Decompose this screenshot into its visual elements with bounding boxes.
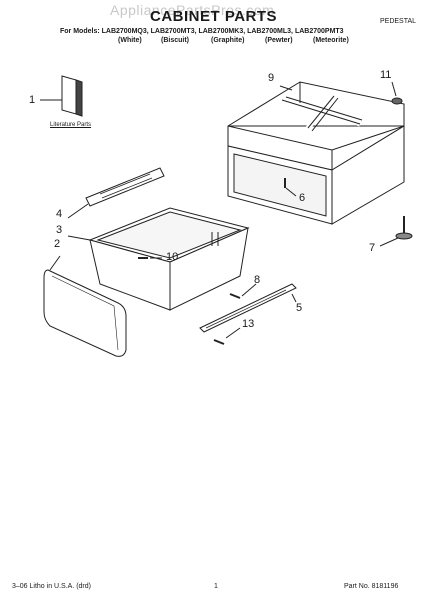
section-label: PEDESTAL: [380, 18, 417, 25]
pedestal-cabinet: [227, 81, 405, 225]
leveling-leg: [379, 216, 413, 247]
watermark: AppliancePartsPros.com: [110, 2, 275, 18]
drawer-handle-insert: [67, 167, 165, 219]
page-title: CABINET PARTS: [150, 8, 278, 25]
footer-page-number: 1: [214, 583, 218, 590]
callout-8: 8: [254, 274, 261, 286]
color-graphite: (Graphite): [211, 37, 245, 44]
callout-3: 3: [56, 224, 63, 236]
color-biscuit: (Biscuit): [161, 37, 189, 44]
callout-9: 9: [268, 72, 275, 84]
callout-4: 4: [56, 208, 63, 220]
cabinet-screw: [284, 178, 297, 197]
callout-1: 1: [29, 94, 36, 106]
literature-label: Literature Parts: [50, 122, 92, 128]
callout-11: 11: [380, 69, 392, 81]
slide-rail: [199, 283, 297, 333]
models-line: For Models: LAB2700MQ3, LAB2700MT3, LAB2…: [60, 28, 344, 35]
callout-10: 10: [166, 251, 179, 263]
color-white: (White): [118, 37, 142, 44]
literature-booklet: [40, 75, 83, 117]
callout-7: 7: [369, 242, 376, 254]
footer-litho: 3–06 Litho in U.S.A. (drd): [12, 583, 91, 590]
callout-5: 5: [296, 302, 303, 314]
callout-13: 13: [242, 318, 255, 330]
callout-6: 6: [299, 192, 306, 204]
color-pewter: (Pewter): [265, 37, 293, 44]
color-meteorite: (Meteorite): [313, 37, 349, 44]
rail-screw-8: [229, 283, 257, 299]
rail-screw-13: [213, 327, 241, 345]
callout-2: 2: [54, 238, 61, 250]
footer-part-number: Part No. 8181196: [344, 583, 399, 590]
foot-top: [391, 81, 403, 105]
drawer-front: [43, 255, 127, 357]
